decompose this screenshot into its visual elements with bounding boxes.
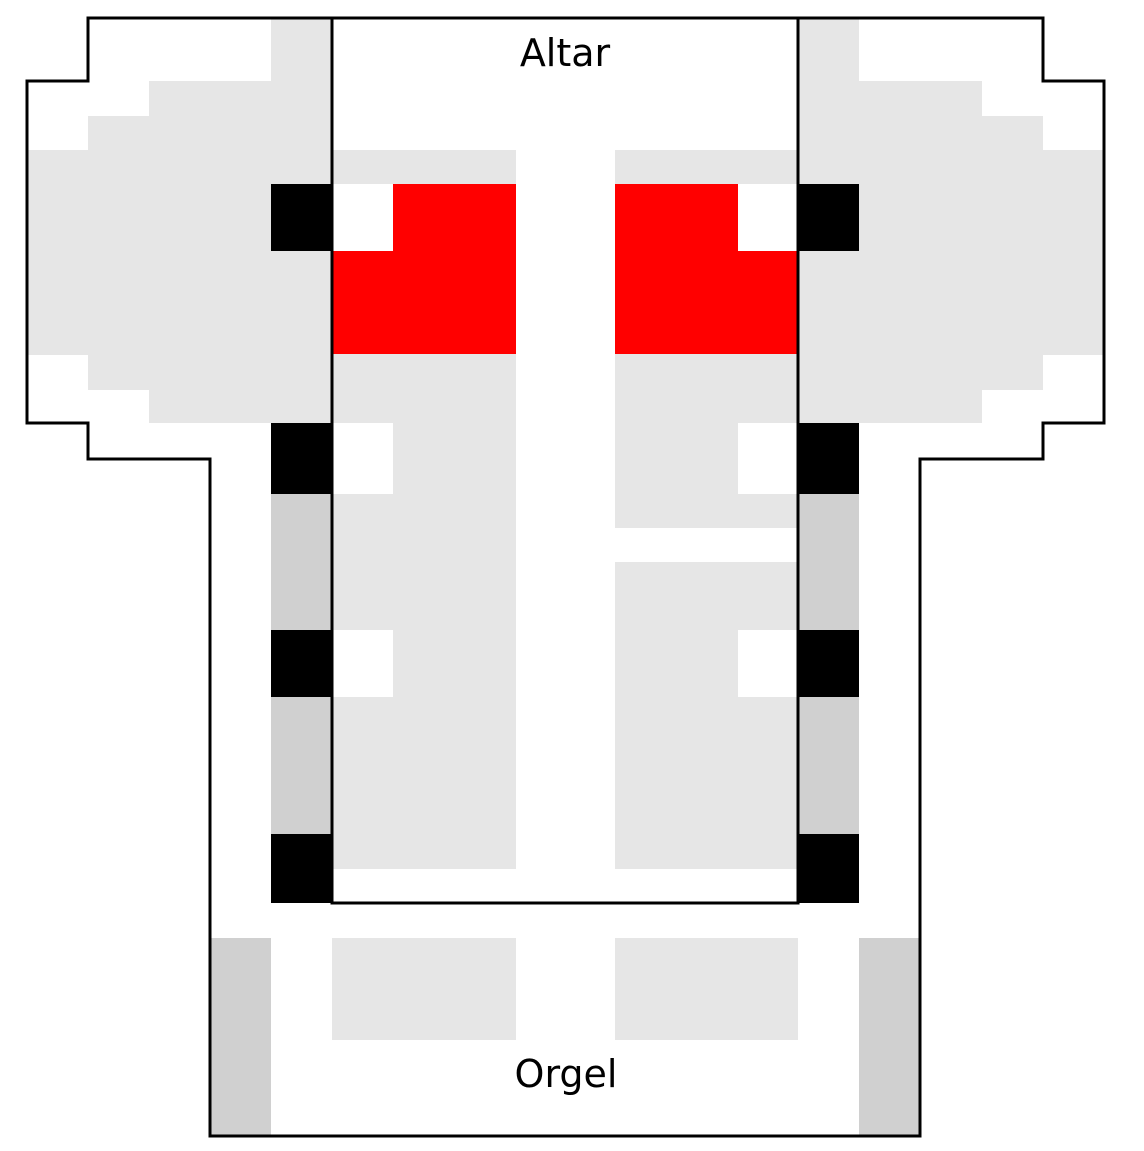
pillar <box>798 423 859 494</box>
bottom-left-pews[interactable] <box>332 938 516 1040</box>
altar-label: Altar <box>520 31 611 75</box>
pillar <box>271 423 332 494</box>
church-outline-stroke <box>25 16 1106 1138</box>
pew-gaps <box>332 184 798 697</box>
pillar <box>271 630 332 697</box>
pillar <box>798 630 859 697</box>
right-pew-block-back[interactable] <box>615 562 798 869</box>
right-transept-seating <box>798 18 1104 423</box>
bottom-right-pews[interactable] <box>615 938 798 1040</box>
left-reserved-seats[interactable] <box>332 184 516 354</box>
side-aisle-seating <box>210 494 920 1136</box>
pillar <box>798 184 859 251</box>
pillar <box>271 184 332 251</box>
pillar <box>271 834 332 903</box>
organ-label: Orgel <box>515 1052 618 1096</box>
pillars <box>271 184 859 903</box>
pillar <box>798 834 859 903</box>
right-reserved-seats[interactable] <box>615 184 798 354</box>
